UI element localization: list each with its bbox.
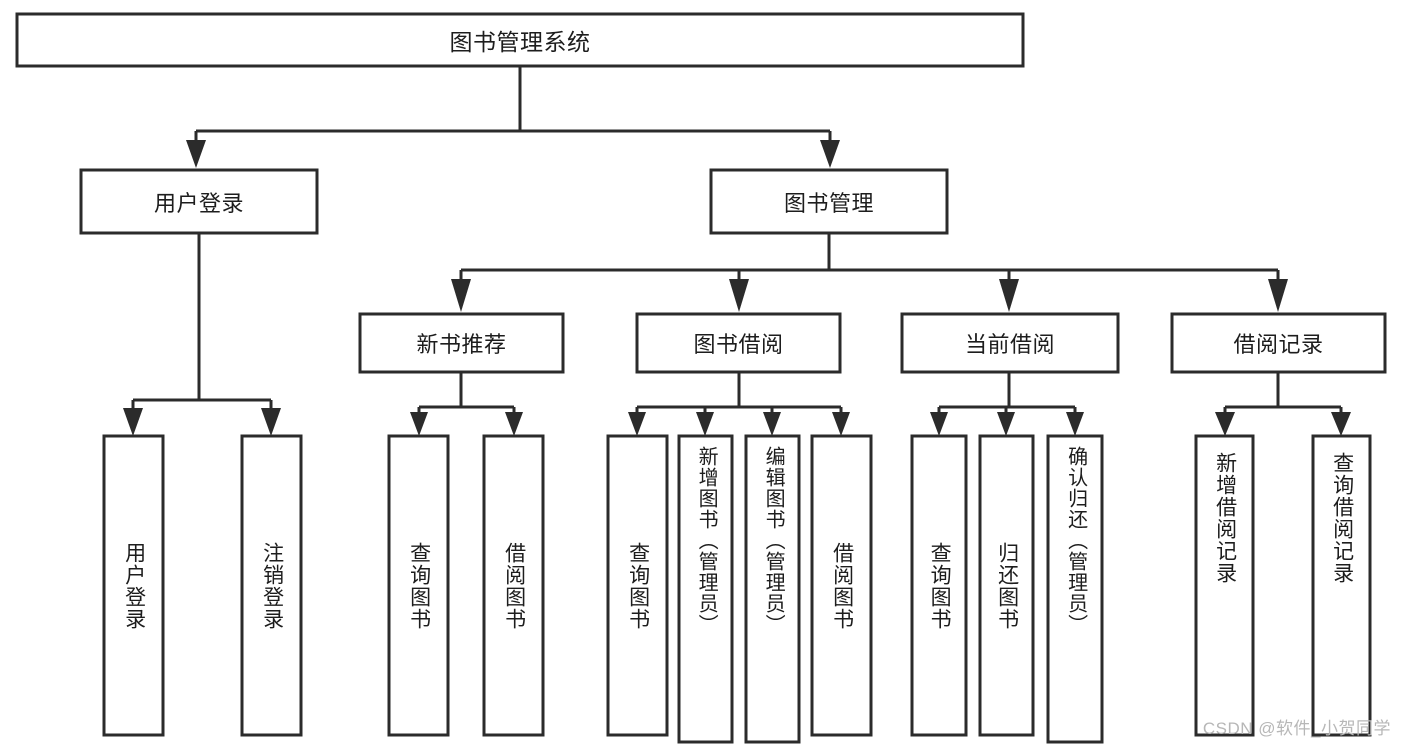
arrowhead-confirm-return xyxy=(1066,412,1084,436)
arrowhead-query-book-1 xyxy=(410,412,428,436)
arrowhead-leaf-user-login xyxy=(123,408,143,436)
arrowhead-book-management xyxy=(820,140,840,168)
node-user-login[interactable] xyxy=(79,168,319,235)
node-leaf-logout[interactable] xyxy=(240,434,303,737)
node-leaf-query-book-3[interactable] xyxy=(910,434,968,737)
node-leaf-confirm-return[interactable] xyxy=(1046,434,1104,744)
node-leaf-add-book[interactable] xyxy=(677,434,734,744)
arrowhead-leaf-logout xyxy=(261,408,281,436)
node-leaf-return-book[interactable] xyxy=(978,434,1035,737)
node-leaf-add-record[interactable] xyxy=(1194,434,1255,737)
node-leaf-user-login[interactable] xyxy=(102,434,165,737)
arrowhead-borrow-book-2 xyxy=(832,412,850,436)
arrowhead-query-book-2 xyxy=(628,412,646,436)
arrowhead-borrow-record xyxy=(1268,279,1288,312)
csdn-watermark: CSDN @软件_小贺同学 xyxy=(1202,719,1391,738)
arrowhead-return-book xyxy=(997,412,1015,436)
arrowhead-borrow-book-1 xyxy=(505,412,523,436)
node-book-management[interactable] xyxy=(709,168,949,235)
node-leaf-query-record[interactable] xyxy=(1311,434,1372,737)
node-borrow-record[interactable] xyxy=(1170,312,1387,374)
node-leaf-borrow-book-2[interactable] xyxy=(810,434,873,737)
node-new-book-recommend[interactable] xyxy=(358,312,565,374)
arrowhead-query-book-3 xyxy=(930,412,948,436)
arrowhead-add-record xyxy=(1215,412,1235,436)
arrowhead-current-borrow xyxy=(999,279,1019,312)
arrowhead-user-login xyxy=(186,140,206,168)
arrowhead-edit-book xyxy=(763,412,781,436)
arrowhead-book-borrow xyxy=(729,279,749,312)
node-book-borrow[interactable] xyxy=(635,312,842,374)
node-current-borrow[interactable] xyxy=(900,312,1120,374)
arrowhead-new-book-recommend xyxy=(451,279,471,312)
node-leaf-borrow-book-1[interactable] xyxy=(482,434,545,737)
arrowhead-query-record xyxy=(1331,412,1351,436)
node-leaf-query-book-1[interactable] xyxy=(387,434,450,737)
node-leaf-edit-book[interactable] xyxy=(744,434,801,744)
node-leaf-query-book-2[interactable] xyxy=(606,434,669,737)
arrowhead-add-book xyxy=(696,412,714,436)
node-root-book-management-system[interactable] xyxy=(15,12,1025,68)
